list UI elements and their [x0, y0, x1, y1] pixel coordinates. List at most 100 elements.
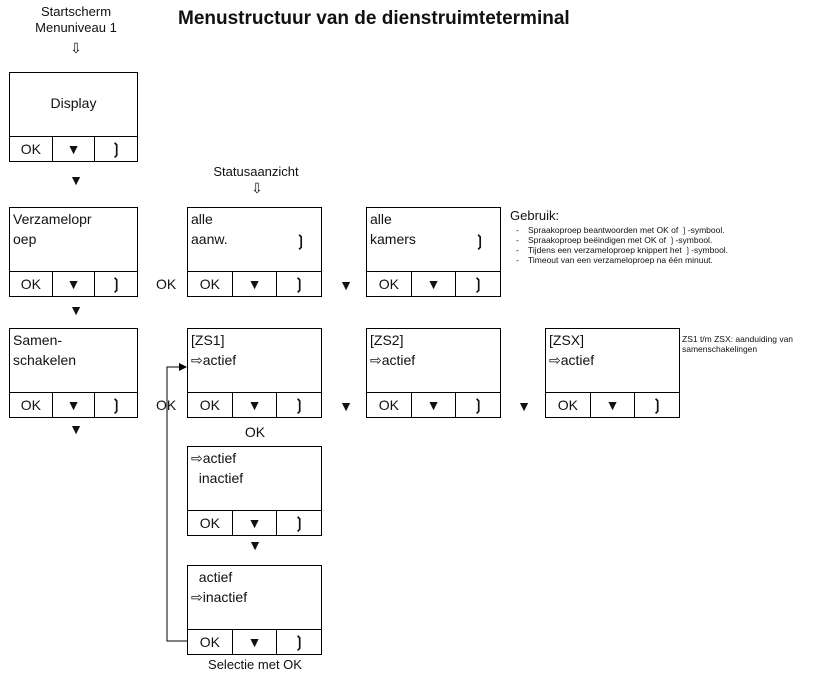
- down-key[interactable]: ▼: [233, 393, 278, 417]
- screen-line2: ⇨actief: [191, 352, 237, 368]
- screen-line1: Verzamelopr: [13, 211, 92, 227]
- device-keys: OK ▼ ❳: [367, 393, 500, 417]
- ok-key[interactable]: OK: [10, 393, 53, 417]
- screen-line1: [ZS2]: [370, 332, 404, 348]
- down-triangle-icon: ▼: [339, 398, 353, 414]
- usage-item: Tijdens een verzameloproep knippert het …: [516, 245, 830, 255]
- screen-line2: inactief: [191, 470, 244, 486]
- device-screen: alle aanw. ❳: [188, 208, 321, 272]
- down-triangle-icon: ▼: [69, 172, 83, 188]
- ok-connector: OK: [244, 424, 266, 440]
- phone-key[interactable]: ❳: [109, 276, 123, 293]
- down-key[interactable]: ▼: [591, 393, 636, 417]
- usage-heading: Gebruik:: [510, 208, 560, 223]
- zs2-device: [ZS2] ⇨actief OK ▼ ❳: [366, 328, 501, 418]
- down-key[interactable]: ▼: [233, 272, 278, 296]
- down-key[interactable]: ▼: [412, 272, 457, 296]
- ok-key[interactable]: OK: [188, 272, 233, 296]
- screen-text: Display: [50, 95, 97, 111]
- device-screen: [ZSX] ⇨actief: [546, 329, 679, 393]
- phone-icon: ❳: [294, 233, 307, 250]
- device-keys: OK ▼ ❳: [367, 272, 500, 296]
- ok-key[interactable]: OK: [188, 511, 233, 535]
- phone-key[interactable]: ❳: [471, 276, 485, 293]
- device-screen: actief ⇨inactief: [188, 566, 321, 630]
- down-key[interactable]: ▼: [53, 272, 96, 296]
- device-screen: Samen- schakelen: [10, 329, 137, 393]
- phone-key[interactable]: ❳: [292, 276, 306, 293]
- phone-key[interactable]: ❳: [650, 397, 664, 414]
- alle-aanw-device: alle aanw. ❳ OK ▼ ❳: [187, 207, 322, 297]
- samenschakelen-device: Samen- schakelen OK ▼ ❳: [9, 328, 138, 418]
- screen-line2: aanw.: [191, 231, 228, 247]
- selection-label: Selectie met OK: [208, 657, 302, 672]
- usage-item: Spraakoproep beantwoorden met OK of ❳-sy…: [516, 225, 830, 235]
- down-outline-arrow-icon: ⇩: [251, 180, 263, 196]
- ok-key[interactable]: OK: [188, 393, 233, 417]
- screen-line1: [ZS1]: [191, 332, 225, 348]
- down-key[interactable]: ▼: [53, 137, 96, 161]
- ok-connector: OK: [156, 276, 177, 292]
- screen-line1: ⇨actief: [191, 450, 237, 466]
- down-key[interactable]: ▼: [233, 511, 278, 535]
- phone-key[interactable]: ❳: [109, 397, 123, 414]
- ok-key[interactable]: OK: [546, 393, 591, 417]
- screen-line2: ⇨inactief: [191, 589, 248, 605]
- device-screen: [ZS1] ⇨actief: [188, 329, 321, 393]
- device-screen: ⇨actief inactief: [188, 447, 321, 511]
- device-keys: OK ▼ ❳: [546, 393, 679, 417]
- phone-icon: ❳: [473, 233, 486, 250]
- screen-line1: Samen-: [13, 332, 63, 348]
- ok-connector: OK: [156, 397, 177, 413]
- screen-line2: ⇨actief: [370, 352, 416, 368]
- device-keys: OK ▼ ❳: [188, 393, 321, 417]
- screen-line1: alle: [191, 211, 213, 227]
- display-device: Display OK ▼ ❳: [9, 72, 138, 162]
- phone-key[interactable]: ❳: [292, 515, 306, 532]
- page-title: Menustructuur van de dienstruimtetermina…: [178, 8, 570, 29]
- selection-inactief-device: actief ⇨inactief OK ▼ ❳: [187, 565, 322, 655]
- alle-kamers-device: alle kamers ❳ OK ▼ ❳: [366, 207, 501, 297]
- ok-key[interactable]: OK: [367, 393, 412, 417]
- usage-note: Gebruik: Spraakoproep beantwoorden met O…: [510, 208, 830, 265]
- loop-line: [166, 366, 187, 642]
- phone-key[interactable]: ❳: [292, 397, 306, 414]
- ok-key[interactable]: OK: [10, 137, 53, 161]
- zs1-device: [ZS1] ⇨actief OK ▼ ❳: [187, 328, 322, 418]
- usage-item: Timeout van een verzameloproep na één mi…: [516, 255, 830, 265]
- screen-line2: schakelen: [13, 352, 77, 368]
- usage-item: Spraakoproep beëindigen met OK of ❳-symb…: [516, 235, 830, 245]
- down-triangle-icon: ▼: [69, 421, 83, 437]
- screen-line1: alle: [370, 211, 392, 227]
- screen-line2: kamers: [370, 231, 416, 247]
- phone-key[interactable]: ❳: [109, 141, 123, 158]
- down-key[interactable]: ▼: [53, 393, 96, 417]
- selection-actief-device: ⇨actief inactief OK ▼ ❳: [187, 446, 322, 536]
- down-outline-arrow-icon: ⇩: [70, 40, 82, 56]
- down-key[interactable]: ▼: [412, 393, 457, 417]
- down-triangle-icon: ▼: [69, 302, 83, 318]
- down-triangle-icon: ▼: [339, 277, 353, 293]
- screen-line1: [ZSX]: [549, 332, 585, 348]
- down-triangle-icon: ▼: [248, 537, 262, 553]
- device-keys: OK ▼ ❳: [188, 272, 321, 296]
- loop-arrowhead: [179, 363, 187, 371]
- verzameloproep-device: Verzamelopr oep OK ▼ ❳: [9, 207, 138, 297]
- ok-key[interactable]: OK: [188, 630, 233, 654]
- device-keys: OK ▼ ❳: [10, 137, 137, 161]
- phone-key[interactable]: ❳: [471, 397, 485, 414]
- down-key[interactable]: ▼: [233, 630, 278, 654]
- zsx-device: [ZSX] ⇨actief OK ▼ ❳: [545, 328, 680, 418]
- start-label-line1: Startscherm: [40, 4, 112, 19]
- ok-key[interactable]: OK: [10, 272, 53, 296]
- device-keys: OK ▼ ❳: [188, 630, 321, 654]
- phone-key[interactable]: ❳: [292, 634, 306, 651]
- screen-line1: actief: [191, 569, 233, 585]
- device-screen: [ZS2] ⇨actief: [367, 329, 500, 393]
- device-keys: OK ▼ ❳: [188, 511, 321, 535]
- status-label: Statusaanzicht: [213, 164, 299, 179]
- zs-note: ZS1 t/m ZSX: aanduiding van samenschakel…: [682, 334, 794, 354]
- screen-line2: ⇨actief: [549, 352, 595, 368]
- ok-key[interactable]: OK: [367, 272, 412, 296]
